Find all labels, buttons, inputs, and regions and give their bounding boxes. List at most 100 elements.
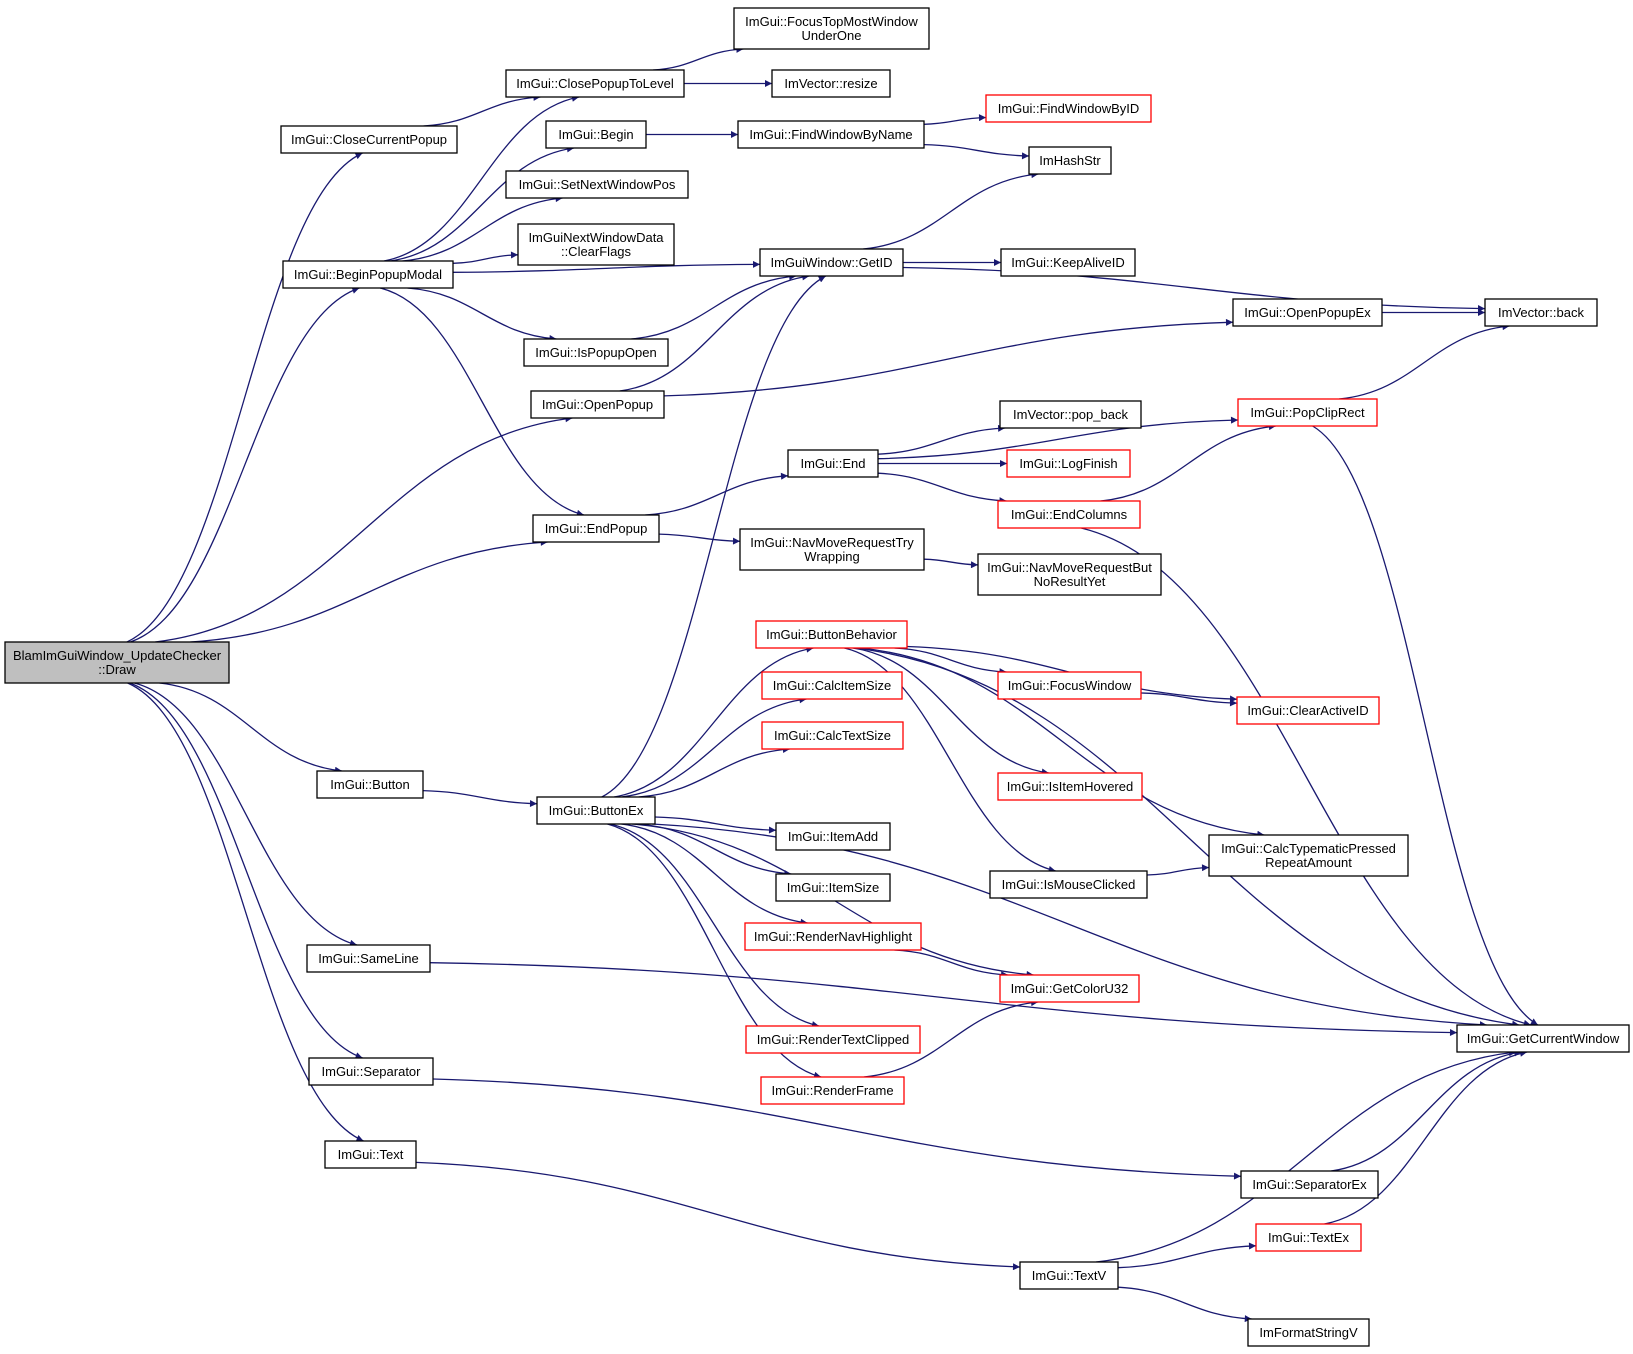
node-box[interactable] xyxy=(744,922,922,951)
node-box[interactable] xyxy=(505,170,689,199)
node-renderNavHighlight[interactable]: ImGui::RenderNavHighlight xyxy=(744,922,922,951)
node-box[interactable] xyxy=(1255,1223,1362,1252)
node-box[interactable] xyxy=(324,1140,417,1169)
node-box[interactable] xyxy=(536,796,656,825)
node-separator[interactable]: ImGui::Separator xyxy=(308,1057,434,1086)
node-box[interactable] xyxy=(1484,298,1598,327)
node-calcItemSize[interactable]: ImGui::CalcItemSize xyxy=(761,671,903,700)
node-button[interactable]: ImGui::Button xyxy=(316,770,424,799)
node-isMouseClicked[interactable]: ImGui::IsMouseClicked xyxy=(989,870,1148,899)
node-box[interactable] xyxy=(316,770,424,799)
node-box[interactable] xyxy=(1247,1318,1370,1347)
node-box[interactable] xyxy=(545,120,647,149)
node-itemAdd[interactable]: ImGui::ItemAdd xyxy=(775,822,891,851)
node-box[interactable] xyxy=(760,1076,905,1105)
node-textV[interactable]: ImGui::TextV xyxy=(1019,1261,1119,1290)
node-box[interactable] xyxy=(1000,248,1136,277)
node-itemSize[interactable]: ImGui::ItemSize xyxy=(775,873,891,902)
node-begin[interactable]: ImGui::Begin xyxy=(545,120,647,149)
node-box[interactable] xyxy=(1208,834,1409,877)
node-clearFlags[interactable]: ImGuiNextWindowData::ClearFlags xyxy=(517,223,675,266)
node-closePopupToLevel[interactable]: ImGui::ClosePopupToLevel xyxy=(505,69,685,98)
node-separatorEx[interactable]: ImGui::SeparatorEx xyxy=(1240,1170,1379,1199)
node-box[interactable] xyxy=(1028,146,1112,175)
node-isPopupOpen[interactable]: ImGui::IsPopupOpen xyxy=(523,338,669,367)
node-openPopupEx[interactable]: ImGui::OpenPopupEx xyxy=(1232,298,1383,327)
node-box[interactable] xyxy=(737,120,925,149)
node-box[interactable] xyxy=(733,7,930,50)
node-vecBack[interactable]: ImVector::back xyxy=(1484,298,1598,327)
node-box[interactable] xyxy=(775,873,891,902)
node-box[interactable] xyxy=(308,1057,434,1086)
node-box[interactable] xyxy=(517,223,675,266)
node-root[interactable]: BlamImGuiWindow_UpdateChecker::Draw xyxy=(4,641,230,684)
node-popClipRect[interactable]: ImGui::PopClipRect xyxy=(1237,398,1378,427)
node-getColorU32[interactable]: ImGui::GetColorU32 xyxy=(999,974,1140,1003)
node-focusWindow[interactable]: ImGui::FocusWindow xyxy=(997,671,1142,700)
node-box[interactable] xyxy=(1237,398,1378,427)
node-getID[interactable]: ImGuiWindow::GetID xyxy=(759,248,904,277)
node-openPopup[interactable]: ImGui::OpenPopup xyxy=(530,390,665,419)
node-box[interactable] xyxy=(977,553,1162,596)
node-textEx[interactable]: ImGui::TextEx xyxy=(1255,1223,1362,1252)
node-imHashStr[interactable]: ImHashStr xyxy=(1028,146,1112,175)
node-box[interactable] xyxy=(282,260,454,289)
node-box[interactable] xyxy=(1232,298,1383,327)
node-box[interactable] xyxy=(505,69,685,98)
node-box[interactable] xyxy=(280,125,458,154)
node-findWindowByID[interactable]: ImGui::FindWindowByID xyxy=(985,94,1152,123)
node-box[interactable] xyxy=(999,974,1140,1003)
node-getCurrentWindow[interactable]: ImGui::GetCurrentWindow xyxy=(1456,1024,1630,1053)
node-box[interactable] xyxy=(989,870,1148,899)
node-popBack[interactable]: ImVector::pop_back xyxy=(999,400,1142,429)
node-logFinish[interactable]: ImGui::LogFinish xyxy=(1006,449,1131,478)
node-box[interactable] xyxy=(999,400,1142,429)
node-buttonEx[interactable]: ImGui::ButtonEx xyxy=(536,796,656,825)
node-renderTextClipped[interactable]: ImGui::RenderTextClipped xyxy=(745,1025,921,1054)
node-box[interactable] xyxy=(997,772,1143,801)
node-box[interactable] xyxy=(1240,1170,1379,1199)
node-end[interactable]: ImGui::End xyxy=(787,449,879,478)
node-box[interactable] xyxy=(755,620,908,649)
node-box[interactable] xyxy=(532,514,660,543)
node-box[interactable] xyxy=(523,338,669,367)
node-endColumns[interactable]: ImGui::EndColumns xyxy=(997,500,1141,529)
node-box[interactable] xyxy=(1236,696,1380,725)
node-imFormatStringV[interactable]: ImFormatStringV xyxy=(1247,1318,1370,1347)
node-box[interactable] xyxy=(1456,1024,1630,1053)
node-resize[interactable]: ImVector::resize xyxy=(771,69,891,98)
node-box[interactable] xyxy=(759,248,904,277)
node-box[interactable] xyxy=(739,528,925,571)
node-setNextWindowPos[interactable]: ImGui::SetNextWindowPos xyxy=(505,170,689,199)
node-findWindowByName[interactable]: ImGui::FindWindowByName xyxy=(737,120,925,149)
node-calcTextSize[interactable]: ImGui::CalcTextSize xyxy=(761,721,904,750)
node-box[interactable] xyxy=(530,390,665,419)
node-box[interactable] xyxy=(997,671,1142,700)
node-isItemHovered[interactable]: ImGui::IsItemHovered xyxy=(997,772,1143,801)
node-clearActiveID[interactable]: ImGui::ClearActiveID xyxy=(1236,696,1380,725)
node-box[interactable] xyxy=(997,500,1141,529)
node-box[interactable] xyxy=(1006,449,1131,478)
node-box[interactable] xyxy=(771,69,891,98)
node-box[interactable] xyxy=(761,721,904,750)
node-keepAliveID[interactable]: ImGui::KeepAliveID xyxy=(1000,248,1136,277)
node-sameLine[interactable]: ImGui::SameLine xyxy=(306,944,431,973)
node-box[interactable] xyxy=(4,641,230,684)
node-box[interactable] xyxy=(985,94,1152,123)
node-renderFrame[interactable]: ImGui::RenderFrame xyxy=(760,1076,905,1105)
node-box[interactable] xyxy=(761,671,903,700)
node-endPopup[interactable]: ImGui::EndPopup xyxy=(532,514,660,543)
node-box[interactable] xyxy=(775,822,891,851)
node-box[interactable] xyxy=(306,944,431,973)
node-closeCurrentPopup[interactable]: ImGui::CloseCurrentPopup xyxy=(280,125,458,154)
node-box[interactable] xyxy=(745,1025,921,1054)
node-box[interactable] xyxy=(1019,1261,1119,1290)
node-text[interactable]: ImGui::Text xyxy=(324,1140,417,1169)
node-buttonBehavior[interactable]: ImGui::ButtonBehavior xyxy=(755,620,908,649)
node-beginPopupModal[interactable]: ImGui::BeginPopupModal xyxy=(282,260,454,289)
node-box[interactable] xyxy=(787,449,879,478)
